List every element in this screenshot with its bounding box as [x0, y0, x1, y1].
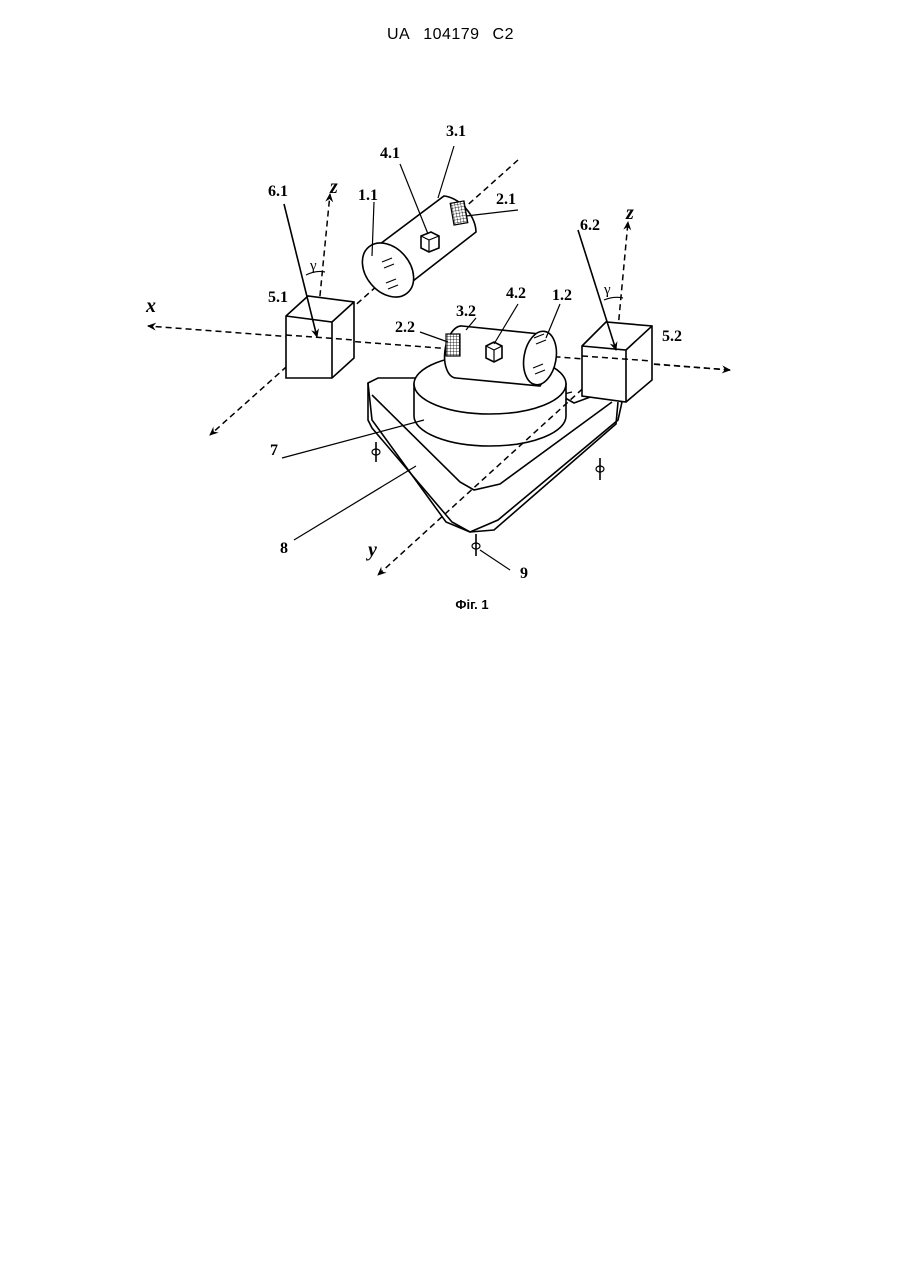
label-3-2: 3.2 [456, 303, 476, 320]
label-5-1: 5.1 [268, 289, 288, 306]
cylinder-3-1 [352, 196, 476, 307]
label-2-2: 2.2 [395, 319, 415, 336]
label-4-2: 4.2 [506, 285, 526, 302]
label-1-1: 1.1 [358, 187, 378, 204]
label-8: 8 [280, 540, 288, 557]
label-7: 7 [270, 442, 278, 459]
label-5-2: 5.2 [662, 328, 682, 345]
gamma-arcs [306, 271, 623, 300]
label-6-2: 6.2 [580, 217, 600, 234]
label-9: 9 [520, 565, 528, 582]
box-5-2 [582, 322, 652, 402]
label-4-1: 4.1 [380, 145, 400, 162]
gamma-right: γ [603, 282, 611, 298]
axis-x-label: x [145, 295, 156, 317]
gamma-left: γ [309, 258, 317, 274]
axis-z-right-label: z [625, 202, 634, 224]
label-2-1: 2.1 [496, 191, 516, 208]
label-6-1: 6.1 [268, 183, 288, 200]
figure-caption: Фіг. 1 [455, 597, 488, 612]
label-1-2: 1.2 [552, 287, 572, 304]
cylinder-3-2 [445, 326, 561, 387]
label-3-1: 3.1 [446, 123, 466, 140]
axis-y-label: y [366, 539, 377, 561]
axis-z-left-label: z [329, 176, 338, 198]
